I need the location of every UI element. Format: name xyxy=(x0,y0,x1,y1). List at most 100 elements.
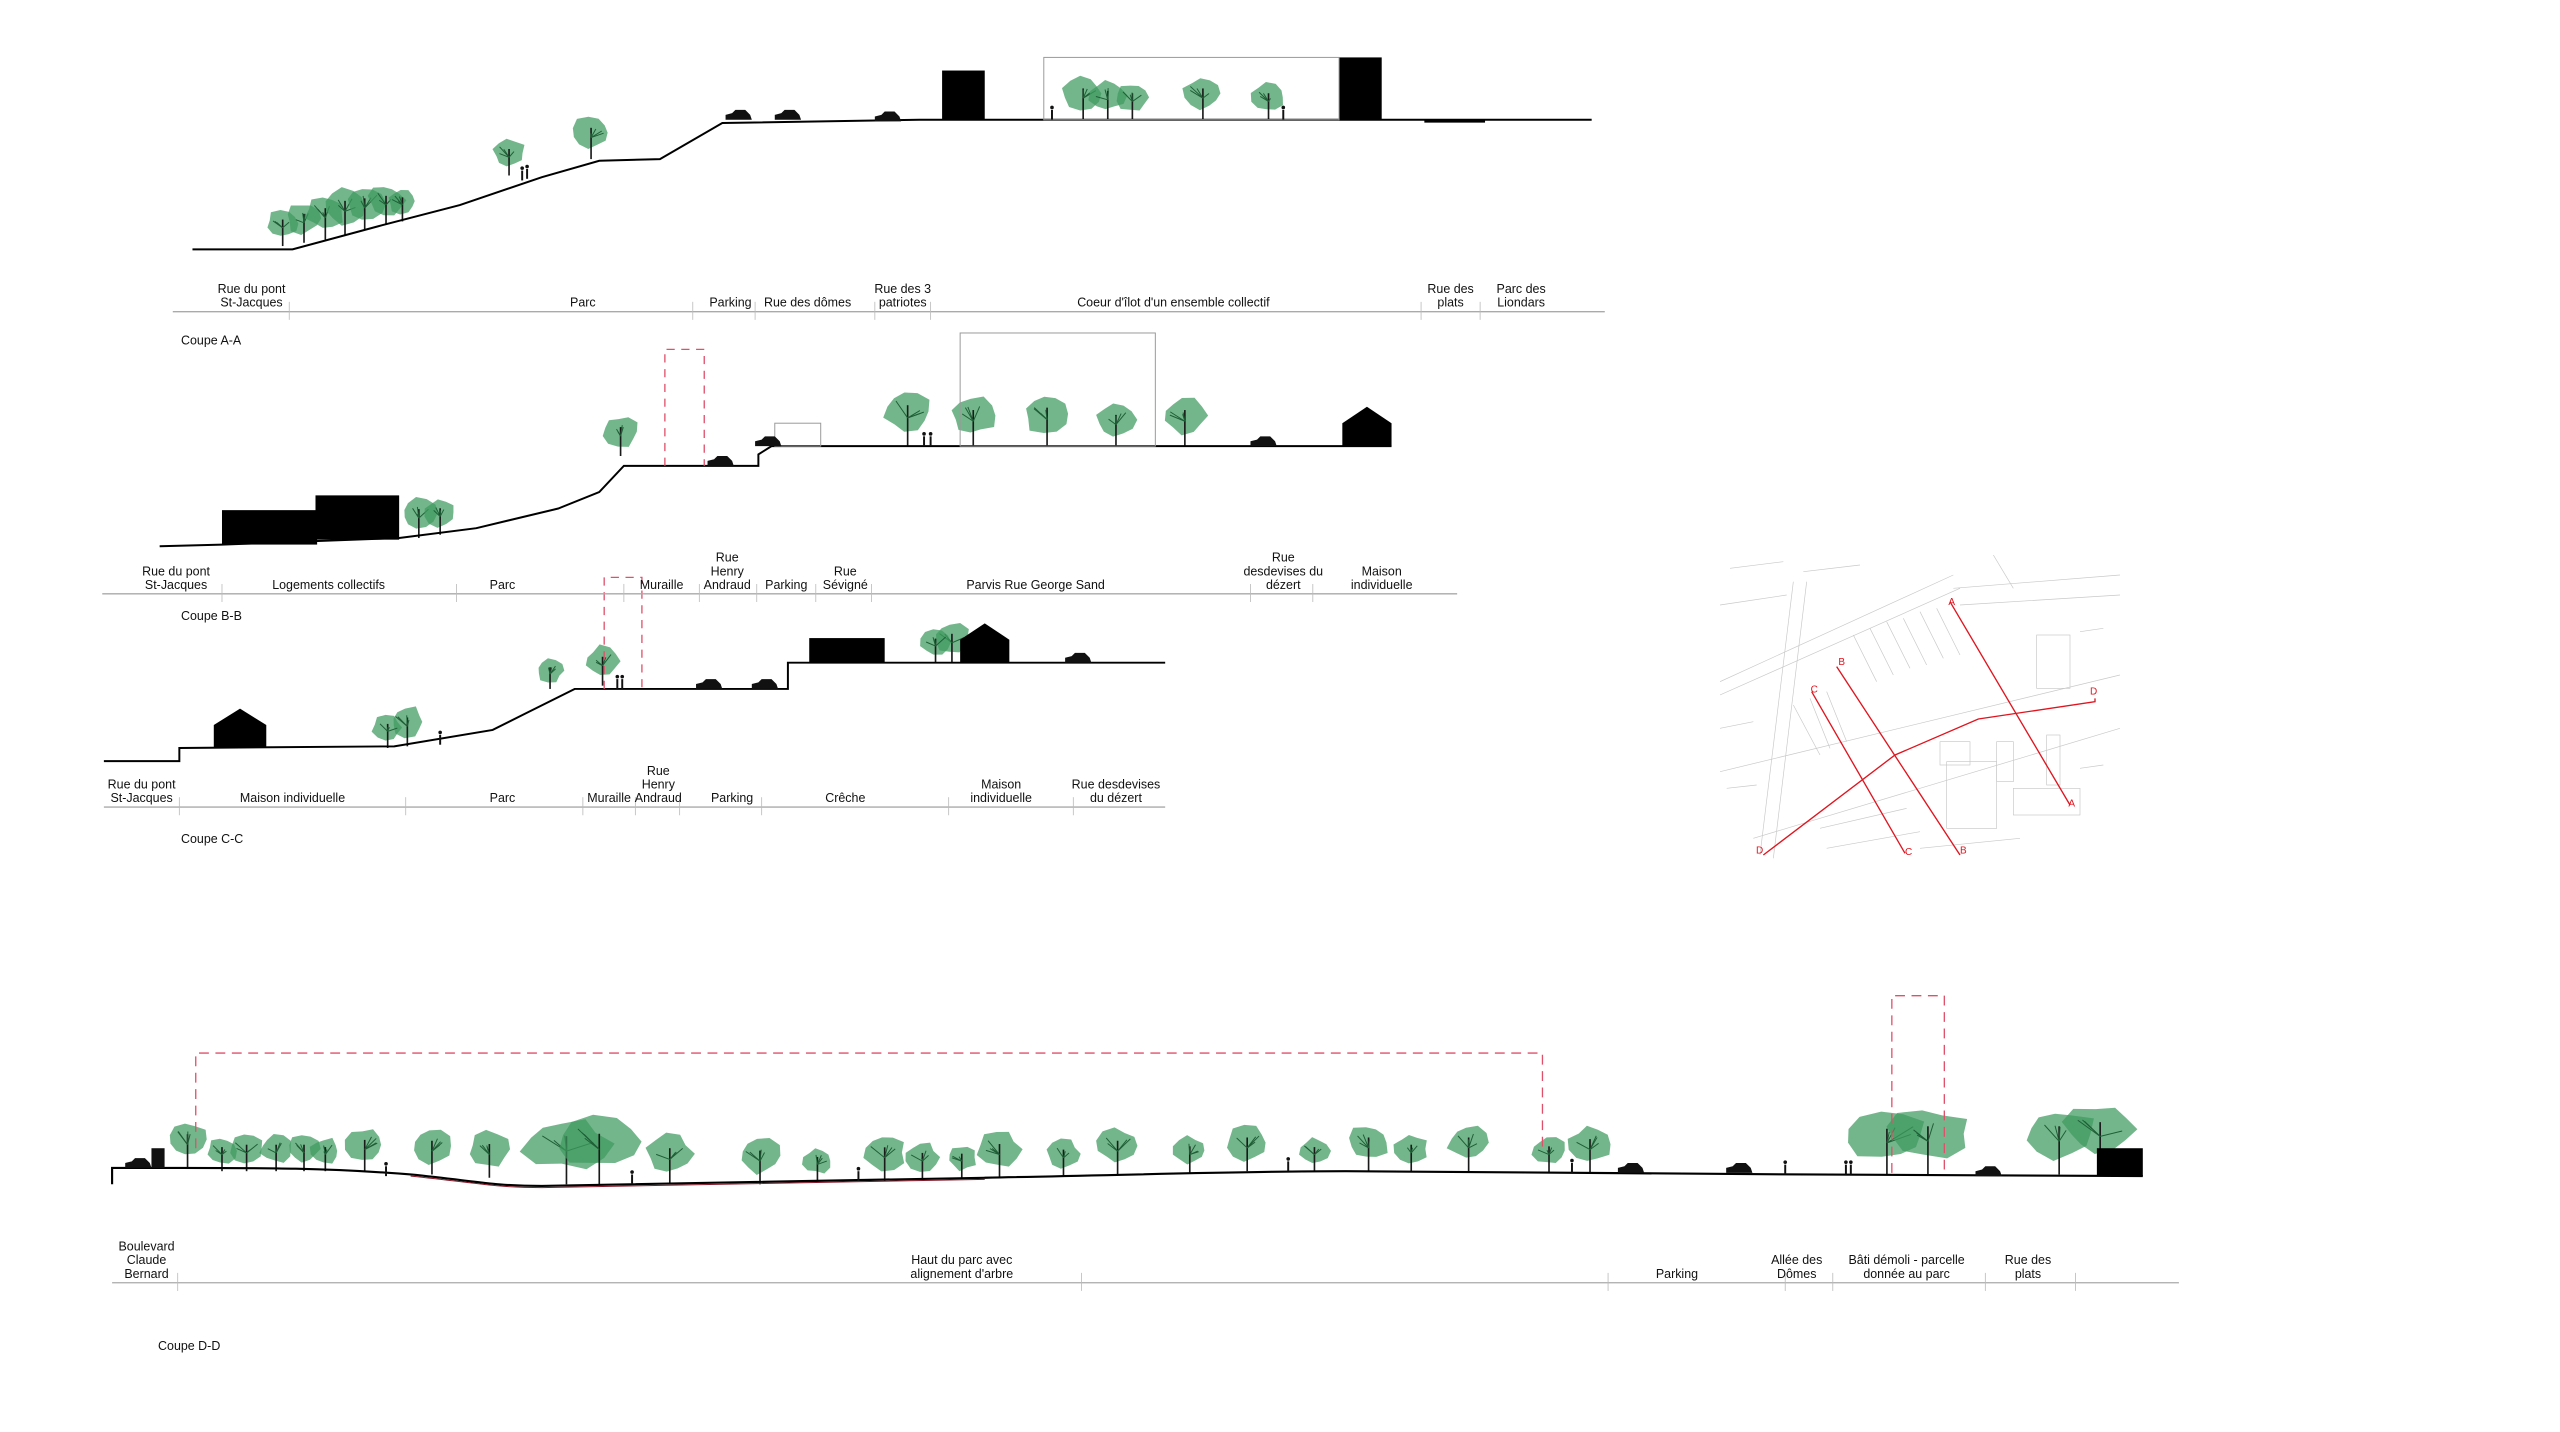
person-icon xyxy=(384,1162,388,1177)
house xyxy=(213,708,267,748)
tree-icon xyxy=(424,499,454,535)
zone-label: Andraud xyxy=(704,578,751,592)
person-icon xyxy=(1570,1158,1574,1173)
person-icon xyxy=(1783,1160,1788,1175)
zone-label: Rue xyxy=(716,551,739,565)
person-icon xyxy=(928,432,933,447)
tree-icon xyxy=(585,644,621,686)
tree-icon xyxy=(976,1131,1023,1178)
tree-icon xyxy=(1046,1138,1081,1177)
person-icon xyxy=(620,674,625,689)
zone-label: Parking xyxy=(765,578,807,592)
tree-icon xyxy=(169,1123,207,1168)
tree-icon xyxy=(1393,1134,1427,1172)
section-line-a xyxy=(1949,601,2071,806)
person-icon xyxy=(438,730,442,745)
zone-label: Crêche xyxy=(825,791,865,805)
marker-a-top: A xyxy=(1948,597,1955,608)
marker-d-left: D xyxy=(1756,845,1763,856)
ground-line xyxy=(192,118,1592,251)
zone-label: Henry xyxy=(642,778,676,792)
tree-icon xyxy=(1446,1125,1489,1172)
car-icon xyxy=(755,436,782,447)
section-line-b xyxy=(1836,666,1961,856)
tree-icon xyxy=(741,1138,781,1185)
tree-icon xyxy=(602,417,638,457)
tree-icon xyxy=(1349,1127,1388,1172)
demolished-outline xyxy=(1891,995,1945,1173)
tree-icon xyxy=(951,396,996,447)
tree-icon xyxy=(1096,1127,1138,1175)
car-icon xyxy=(1726,1162,1753,1173)
tree-icon xyxy=(1886,1110,1968,1175)
zone-label: Dômes xyxy=(1777,1267,1816,1281)
zone-label: Sévigné xyxy=(823,578,868,592)
tree-icon xyxy=(1567,1125,1611,1173)
tree-icon xyxy=(1531,1137,1565,1173)
section-title: Coupe A-A xyxy=(181,333,242,347)
tree-icon xyxy=(344,1129,382,1172)
zone-label: Parking xyxy=(711,791,753,805)
person-icon xyxy=(1281,105,1286,120)
person-icon xyxy=(615,674,620,689)
tree-icon xyxy=(1227,1124,1266,1172)
zone-label: Rue du pont xyxy=(142,564,210,578)
section-b-b xyxy=(159,332,1392,548)
zone-label: Haut du parc avec xyxy=(911,1253,1012,1267)
zone-label: Henry xyxy=(711,564,745,578)
zone-label: Rue xyxy=(834,564,857,578)
person-icon xyxy=(922,432,926,447)
car-icon xyxy=(1065,652,1092,663)
car-icon xyxy=(774,109,802,120)
zone-label: donnée au parc xyxy=(1863,1267,1950,1281)
zone-label: Coeur d'îlot d'un ensemble collectif xyxy=(1077,296,1270,310)
building xyxy=(809,638,885,663)
house xyxy=(960,623,1010,663)
car-icon xyxy=(1975,1166,2002,1177)
tree-icon xyxy=(414,1129,451,1175)
zone-label: Muraille xyxy=(640,578,684,592)
building xyxy=(2096,1148,2143,1177)
trees-layer xyxy=(169,75,2138,1185)
tree-icon xyxy=(1164,397,1209,447)
ground-line xyxy=(103,661,1166,763)
key-plan-map: A A B B C C D D xyxy=(1720,555,2120,859)
zone-label: Allée des xyxy=(1771,1253,1822,1267)
person-icon xyxy=(1050,105,1054,120)
car-icon xyxy=(707,456,734,466)
zone-label: Rue des xyxy=(2005,1253,2051,1267)
tree-icon xyxy=(1026,396,1069,447)
tree-icon xyxy=(883,392,930,447)
section-title: Coupe B-B xyxy=(181,609,242,623)
zone-label: Parc xyxy=(490,578,516,592)
zone-label: Rue des xyxy=(1427,282,1473,296)
zone-label: Rue desdevises xyxy=(1072,778,1161,792)
tree-icon xyxy=(388,189,415,222)
tree-icon xyxy=(1172,1135,1205,1173)
zone-label: Bâti démoli - parcelle xyxy=(1848,1253,1964,1267)
tree-icon xyxy=(863,1137,905,1182)
zone-label: St-Jacques xyxy=(110,791,172,805)
car-icon xyxy=(125,1158,152,1168)
car-icon xyxy=(874,111,902,122)
person-icon xyxy=(1849,1160,1853,1175)
zone-label: plats xyxy=(2015,1267,2041,1281)
tree-icon xyxy=(1182,78,1221,120)
zone-label: Logements collectifs xyxy=(272,578,385,592)
zone-label: Parking xyxy=(1656,1267,1698,1281)
marker-d-right: D xyxy=(2090,686,2097,697)
zone-label: du dézert xyxy=(1090,791,1142,805)
building xyxy=(1339,57,1382,120)
car-icon xyxy=(751,679,779,689)
marker-a-bottom: A xyxy=(2068,799,2075,810)
building xyxy=(315,495,400,540)
section-cut-lines xyxy=(1762,601,2096,856)
zone-label: Rue des dômes xyxy=(764,296,851,310)
tree-icon xyxy=(469,1129,511,1178)
zone-label: Maison xyxy=(981,778,1021,792)
tree-icon xyxy=(949,1146,976,1178)
person-icon xyxy=(630,1170,634,1185)
tree-icon xyxy=(1299,1137,1332,1172)
zone-label: Boulevard xyxy=(118,1240,174,1254)
